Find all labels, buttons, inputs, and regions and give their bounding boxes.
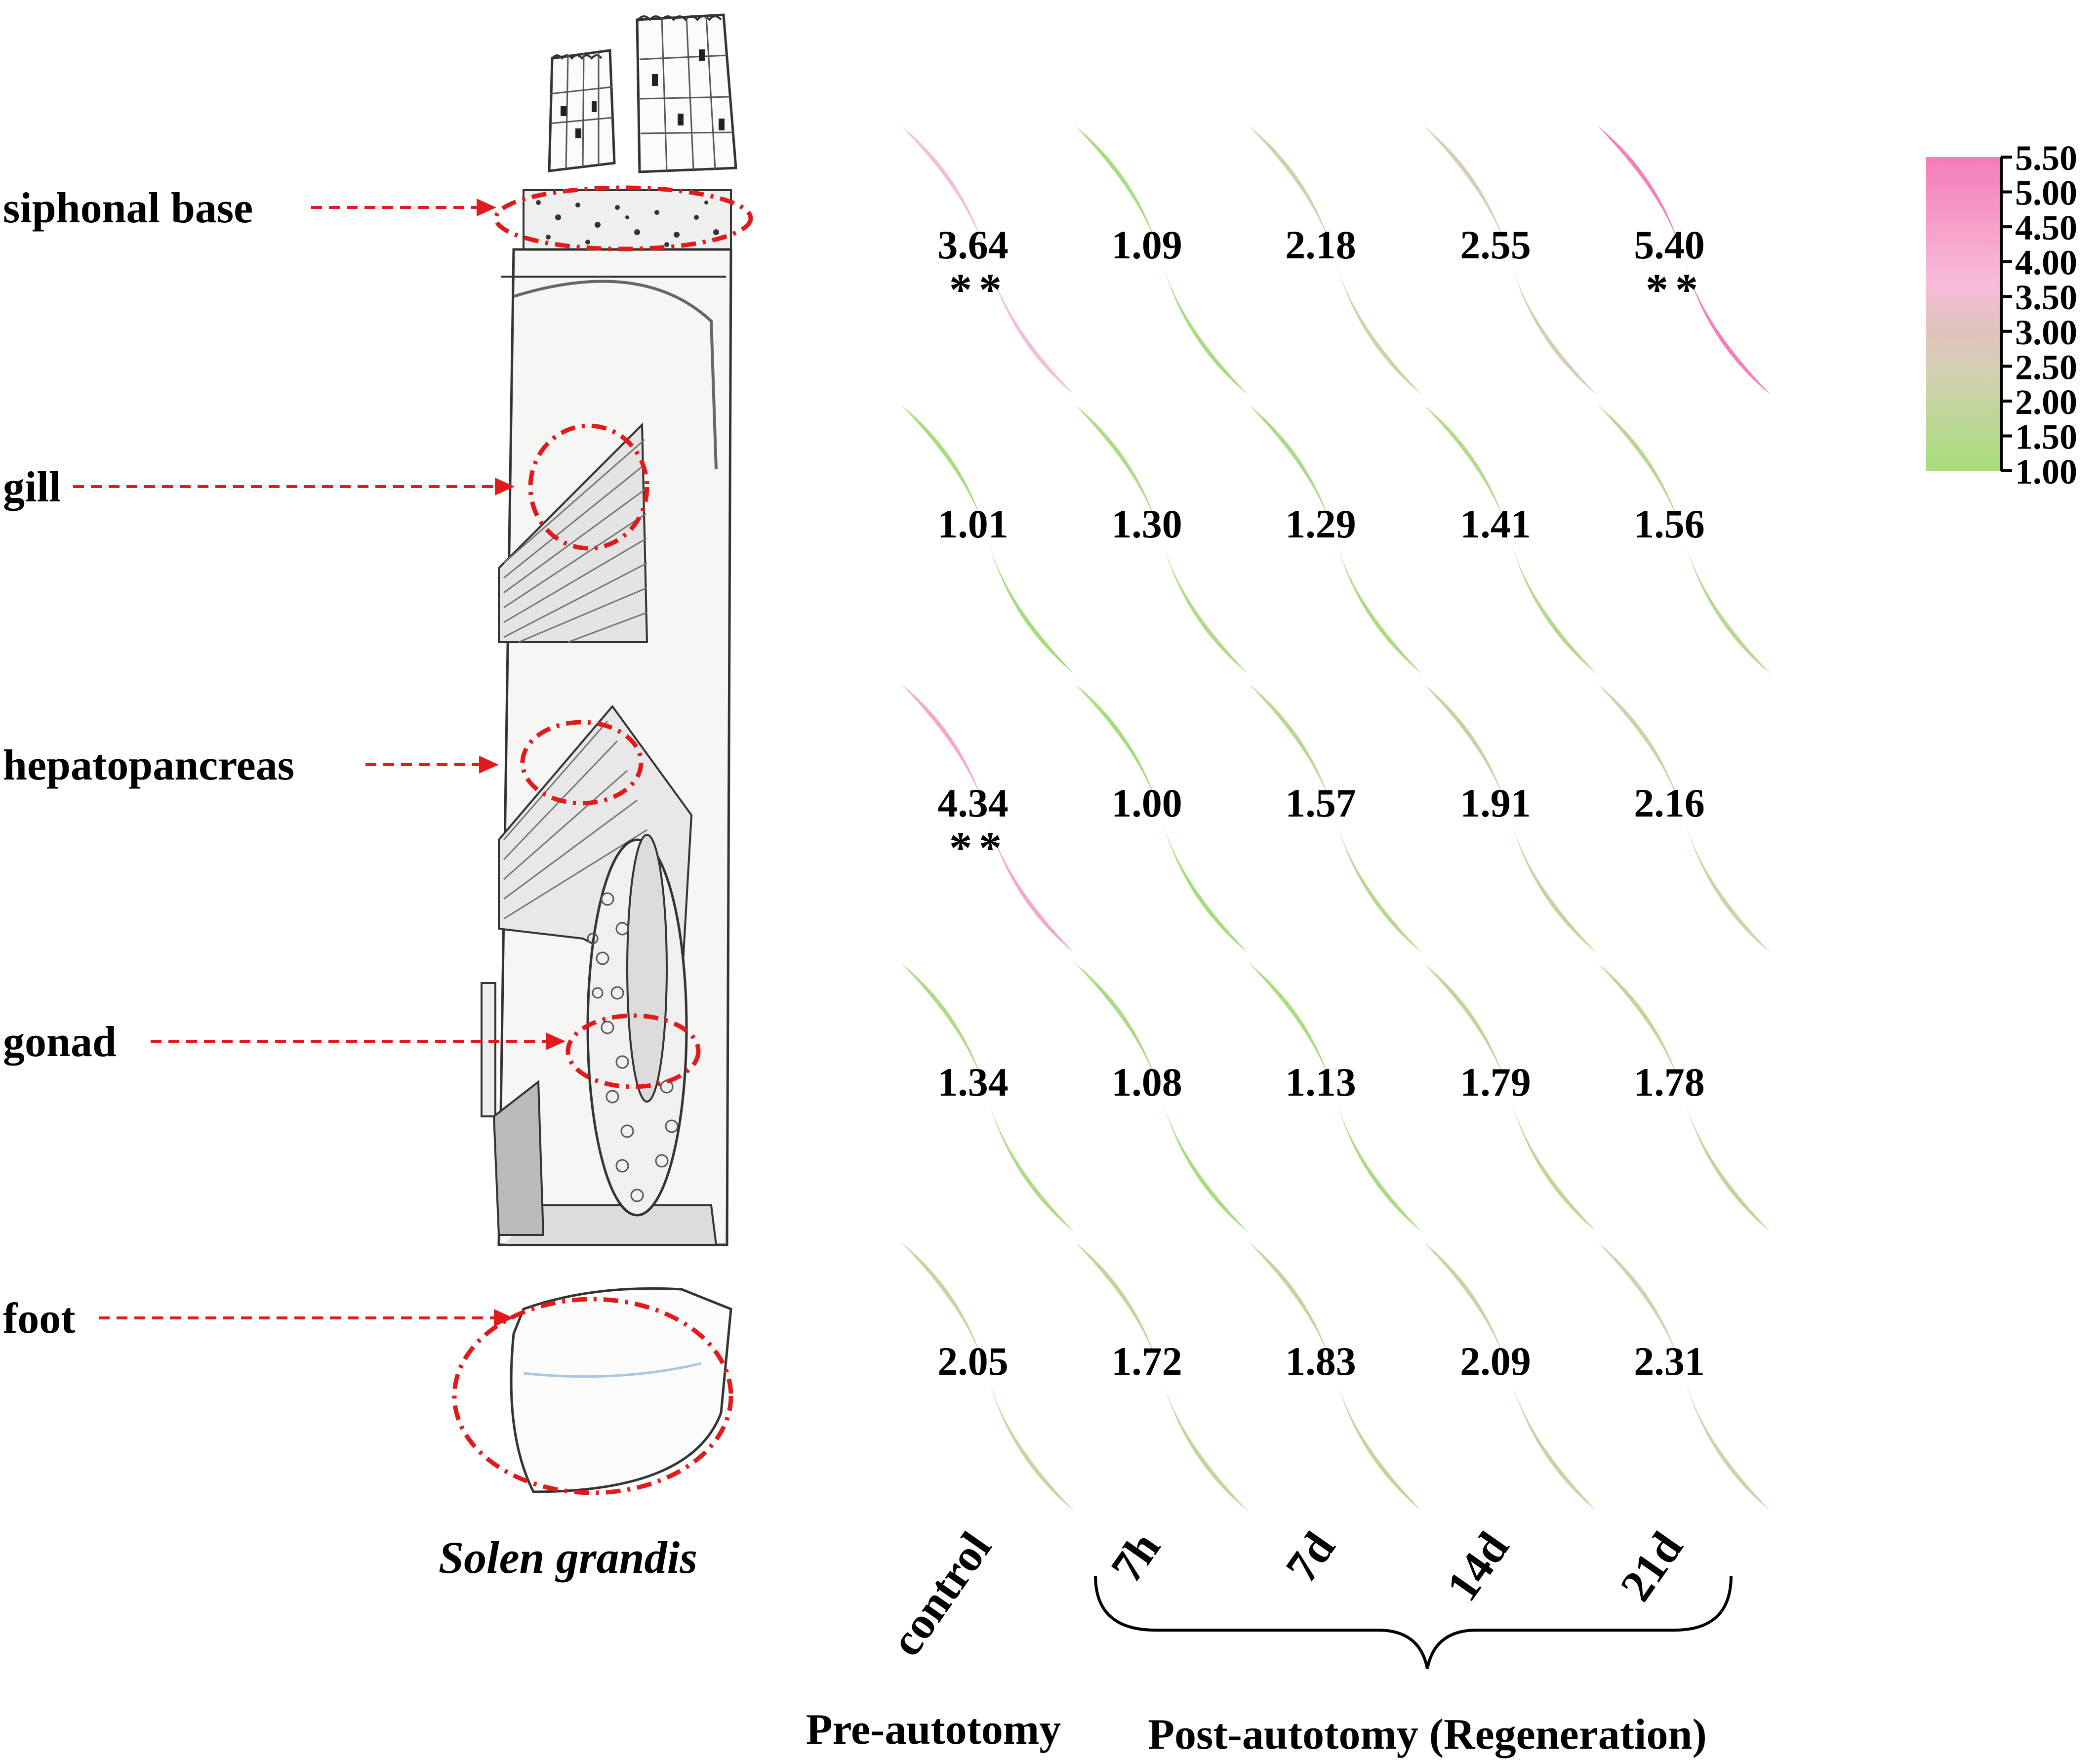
tissue-label: foot (3, 1295, 76, 1343)
tissue-label: gill (3, 463, 61, 511)
heatmap-value-label: 2.55 (1460, 222, 1531, 267)
significance-marker: ** (1646, 264, 1705, 315)
heatmap-value-label: 1.29 (1285, 501, 1356, 546)
heatmap-value-label: 1.34 (937, 1060, 1009, 1105)
column-labels: control 7h 7d 14d 21d (881, 1523, 1693, 1665)
solen-grandis-illustration (481, 13, 737, 1493)
significance-marker: ** (949, 822, 1009, 873)
post-autotomy-label: Post-autotomy (Regeneration) (1148, 1711, 1707, 1759)
tissue-arrow-head (477, 199, 496, 216)
heatmap-value-label: 1.91 (1460, 780, 1531, 825)
colorbar-tick-label: 1.00 (2015, 452, 2077, 492)
heatmap-value-label: 1.01 (937, 501, 1009, 546)
tissue-label: gonad (3, 1018, 117, 1066)
colorbar-tick-label: 5.00 (2015, 173, 2077, 213)
species-caption: Solen grandis (439, 1532, 697, 1583)
column-label: 7d (1276, 1523, 1344, 1591)
heatmap-value-label: 2.09 (1460, 1339, 1531, 1384)
colorbar-tick-label: 1.50 (2015, 417, 2077, 456)
column-label: 21d (1611, 1523, 1693, 1610)
pre-autotomy-label: Pre-autotomy (806, 1706, 1061, 1754)
heatmap-value-label: 1.72 (1111, 1339, 1182, 1384)
column-label: 14d (1437, 1523, 1519, 1610)
tissue-arrow-head (479, 756, 499, 774)
post-autotomy-brace (1094, 1575, 1733, 1669)
colorbar-tick-label: 2.00 (2015, 382, 2077, 422)
tissue-label: hepatopancreas (3, 741, 294, 789)
tissue-arrow-head (494, 1309, 514, 1327)
colorbar-tick-label: 4.00 (2015, 243, 2077, 283)
heatmap-value-label: 1.56 (1634, 501, 1705, 546)
colorbar-tick-label: 2.50 (2015, 347, 2077, 387)
heatmap-value-label: 1.41 (1460, 501, 1531, 546)
heatmap-value-label: 2.18 (1285, 222, 1356, 267)
heatmap-value-label: 2.16 (1634, 780, 1705, 825)
heatmap-value-label: 1.00 (1111, 780, 1182, 825)
heatmap-value-label: 1.78 (1634, 1060, 1705, 1105)
colorbar-ticks: 5.505.004.504.003.503.002.502.001.501.00 (2001, 138, 2077, 492)
column-label: 7h (1101, 1523, 1170, 1591)
tissue-label: siphonal base (3, 184, 253, 232)
heatmap-value-label: 2.05 (937, 1339, 1009, 1384)
heatmap-value-label: 1.79 (1460, 1060, 1531, 1105)
colorbar-tick-label: 5.50 (2015, 138, 2077, 178)
tissue-arrow-head (495, 478, 515, 495)
heatmap-value-label: 4.34 (937, 780, 1009, 825)
tissue-labels: siphonal base gill hepatopancreas gonad foot (3, 184, 565, 1343)
heatmap-value-label: 3.64 (937, 222, 1009, 267)
heatmap-value-label: 1.08 (1111, 1060, 1182, 1105)
heatmap-value-label: 5.40 (1634, 222, 1705, 267)
heatmap-value-label: 1.13 (1285, 1060, 1356, 1105)
tissue-arrow-head (546, 1032, 565, 1050)
heatmap-value-label: 1.83 (1285, 1339, 1356, 1384)
heatmap-value-label: 1.09 (1111, 222, 1182, 267)
heatmap-value-label: 1.57 (1285, 780, 1356, 825)
colorbar (1926, 157, 2001, 471)
colorbar-tick-label: 3.50 (2015, 278, 2077, 317)
tissue-highlight-circles (452, 185, 753, 1495)
heatmap-value-label: 2.31 (1634, 1339, 1705, 1384)
colorbar-tick-label: 3.00 (2015, 313, 2077, 352)
column-label: control (881, 1523, 1001, 1665)
colorbar-tick-label: 4.50 (2015, 208, 2077, 247)
heatmap-value-label: 1.30 (1111, 501, 1182, 546)
significance-marker: ** (949, 264, 1009, 315)
